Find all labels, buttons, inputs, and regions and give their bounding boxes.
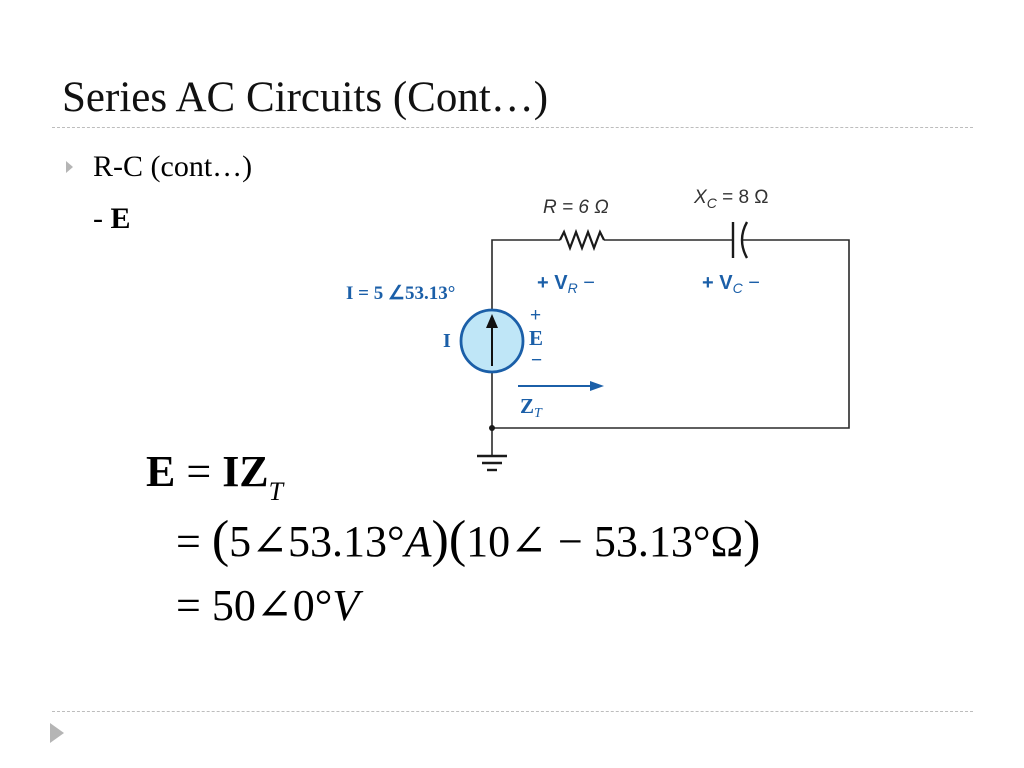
eq2-value-2: 10∠ − 53.13°Ω <box>466 517 744 566</box>
eq3-value: 50∠0° <box>211 581 333 630</box>
eq3-unit: V <box>332 581 360 630</box>
capacitor-label-sub: C <box>707 195 718 211</box>
vc-label-minus: − <box>743 272 760 294</box>
equation-line-3: = 50∠0°V <box>176 578 359 634</box>
capacitor-label-main: X <box>693 187 708 208</box>
eq2-equals: = <box>176 517 212 566</box>
vr-label-main: + V <box>537 272 568 294</box>
current-arrow-icon <box>486 314 498 366</box>
vr-label-minus: − <box>578 272 595 294</box>
eq2-unit-1: A <box>404 517 432 566</box>
eq2-close-paren-1: ) <box>431 511 449 568</box>
e-label: E <box>529 326 543 350</box>
zt-arrow-icon <box>518 381 604 391</box>
resistor-symbol <box>559 228 605 252</box>
eq2-open-paren-1: ( <box>211 511 230 568</box>
ground-symbol <box>477 454 507 472</box>
equation-line-1: E = IZT <box>146 444 283 520</box>
bullet-arrow-icon <box>66 161 73 173</box>
sub-bullet-prefix: - <box>93 202 111 235</box>
eq3-equals: = <box>176 581 212 630</box>
e-plus-label: + <box>530 305 541 326</box>
source-i-label: I <box>443 330 451 352</box>
circuit-wires <box>491 239 850 456</box>
zt-label-main: Z <box>520 394 534 418</box>
next-slide-arrow-icon[interactable] <box>50 723 64 743</box>
vc-label: + VC − <box>702 272 760 296</box>
vc-label-main: + V <box>702 272 733 294</box>
eq2-value-1: 5∠53.13° <box>229 517 405 566</box>
resistor-label: R = 6 Ω <box>543 197 609 218</box>
sub-bullet-bold: E <box>110 202 131 235</box>
capacitor-label: XC = 8 Ω <box>693 187 769 211</box>
source-current-label: I = 5 ∠53.13° <box>346 283 455 304</box>
sub-bullet: - E <box>93 200 131 238</box>
eq1-subscript: T <box>268 477 284 506</box>
bullet-text: R-C (cont…) <box>93 150 253 183</box>
footer-divider <box>52 711 973 712</box>
eq1-equals: = <box>175 447 223 496</box>
eq1-rhs: IZ <box>222 447 269 496</box>
e-minus-label: − <box>531 350 542 371</box>
vr-label: + VR − <box>537 272 595 296</box>
capacitor-label-rest: = 8 Ω <box>717 187 769 208</box>
vc-label-sub: C <box>733 280 744 296</box>
eq2-close-paren-2: ) <box>743 511 761 568</box>
eq1-lhs: E <box>146 447 176 496</box>
zt-label: ZT <box>520 394 543 421</box>
vr-label-sub: R <box>568 280 578 296</box>
title-divider <box>52 127 973 128</box>
eq2-open-paren-2: ( <box>448 511 467 568</box>
slide-title: Series AC Circuits (Cont…) <box>62 74 549 121</box>
equation-line-2: = (5∠53.13°A)(10∠ − 53.13°Ω) <box>176 512 760 570</box>
zt-label-sub: T <box>534 406 543 421</box>
capacitor-symbol <box>731 221 749 259</box>
ground-node-dot <box>489 425 495 431</box>
